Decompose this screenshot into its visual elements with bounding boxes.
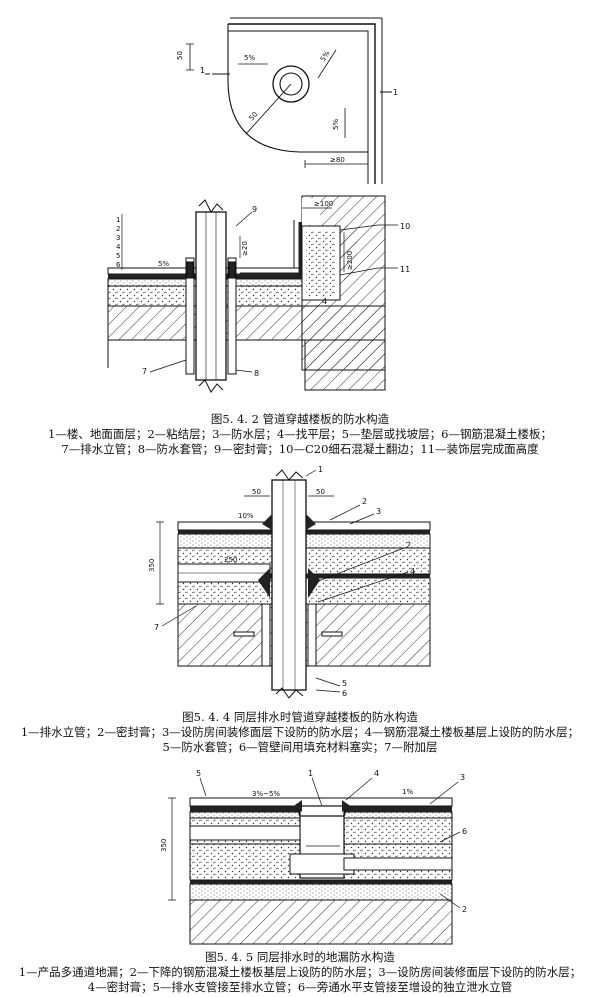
fig1-layer-3: 3 xyxy=(116,234,120,242)
fig1-label-8: 8 xyxy=(254,369,259,378)
fig3-dim-350: 350 xyxy=(160,839,168,852)
fig2-dim-50-left: 50 xyxy=(252,488,261,496)
fig1-section-labels: 1 2 3 4 5 6 5% 9 10 11 7 8 4 ≥100 ≥20 ≥2… xyxy=(116,200,410,378)
fig2-label-4: 4 xyxy=(410,567,415,576)
fig2-label-2b: 2 xyxy=(406,541,411,550)
fig2-label-3: 3 xyxy=(376,507,381,516)
fig1-dim-min200: ≥200 xyxy=(346,251,354,270)
fig1-section-view xyxy=(107,195,398,393)
fig2-label-2a: 2 xyxy=(362,497,367,506)
fig1-label-7: 7 xyxy=(142,367,147,376)
fig1-layer-4: 4 xyxy=(116,243,121,251)
fig1-label-9: 9 xyxy=(252,205,257,214)
fig1-label-4: 4 xyxy=(322,297,327,306)
fig2-label-5: 5 xyxy=(342,679,347,688)
fig1-section-slope: 5% xyxy=(158,260,169,268)
fig1-dim-min20: ≥20 xyxy=(241,241,249,256)
fig2-slope: 10% xyxy=(238,512,254,520)
fig3-title: 图5. 4. 5 同层排水时的地漏防水构造 xyxy=(205,950,395,964)
fig2-labels: 1 2 3 2 4 5 6 7 50 50 10% 350 250 xyxy=(148,465,415,698)
fig2-label-6: 6 xyxy=(342,689,347,698)
fig1-slope-right-b: 5% xyxy=(332,119,340,130)
fig3-label-2: 2 xyxy=(462,905,467,914)
fig3-labels: 1 4 5 3 6 2 3%~5% 1% 350 xyxy=(160,769,467,914)
fig2-label-1: 1 xyxy=(318,465,323,474)
fig1-dim-min80: ≥80 xyxy=(330,156,345,164)
fig2-section-view xyxy=(156,469,431,699)
fig2-legend-line2: 5—防水套管；6—管壁间用填充材料塞实；7—附加层 xyxy=(162,740,438,754)
fig3-label-4: 4 xyxy=(374,769,379,778)
fig3-legend-line1: 1—产品多通道地漏；2—下降的钢筋混凝土楼板基层上设防的防水层；3—设防房间装修… xyxy=(18,965,582,979)
fig1-section-mark-left: 1 xyxy=(200,66,205,75)
fig1-layer-2: 2 xyxy=(116,225,120,233)
fig2-dim-250: 250 xyxy=(224,556,237,564)
fig3-legend-line2: 4—密封膏；5—排水支管接至排水立管；6—旁通水平支管接至增设的独立泄水立管 xyxy=(87,980,513,994)
fig1-label-11: 11 xyxy=(400,265,410,274)
fig3-label-5: 5 xyxy=(196,769,201,778)
fig2-legend-line1: 1—排水立管；2—密封膏；3—设防房间装修面层下设防的防水层；4—钢筋混凝土楼板… xyxy=(20,725,580,739)
fig1-slope-right-a: 5% xyxy=(319,49,332,63)
fig3-label-1: 1 xyxy=(308,769,313,778)
fig3-label-6: 6 xyxy=(462,827,467,836)
fig1-plan-view: 1 1 50 50 5% 5% 5% ≥80 xyxy=(176,17,398,184)
fig1-label-10: 10 xyxy=(400,222,410,231)
fig3-section-view xyxy=(168,777,461,945)
fig1-layer-6: 6 xyxy=(116,261,121,269)
fig1-legend-line1: 1—楼、地面面层；2—粘结层；3—防水层；4—找平层；5—垫层或找坡层；6—钢筋… xyxy=(48,427,552,441)
fig2-title: 图5. 4. 4 同层排水时管道穿越楼板的防水构造 xyxy=(182,710,418,724)
fig3-slope-b: 1% xyxy=(402,788,413,796)
fig1-dim-min100: ≥100 xyxy=(314,200,333,208)
fig1-layer-5: 5 xyxy=(116,252,120,260)
fig1-layer-1: 1 xyxy=(116,216,120,224)
fig3-label-3: 3 xyxy=(460,773,465,782)
fig2-dim-50-right: 50 xyxy=(316,488,325,496)
fig1-section-mark-right: 1 xyxy=(393,88,398,97)
fig2-label-7: 7 xyxy=(154,623,159,632)
fig2-dim-350: 350 xyxy=(148,559,156,572)
fig3-slope-a: 3%~5% xyxy=(252,790,280,798)
fig1-legend-line2: 7—排水立管；8—防水套管；9—密封膏；10—C20细石混凝土翻边；11—装饰层… xyxy=(61,442,539,456)
fig1-dim-50: 50 xyxy=(176,51,184,60)
fig1-title: 图5. 4. 2 管道穿越楼板的防水构造 xyxy=(210,412,390,426)
fig1-slope-left: 5% xyxy=(244,54,255,62)
fig1-radius-label: 50 xyxy=(248,110,260,122)
